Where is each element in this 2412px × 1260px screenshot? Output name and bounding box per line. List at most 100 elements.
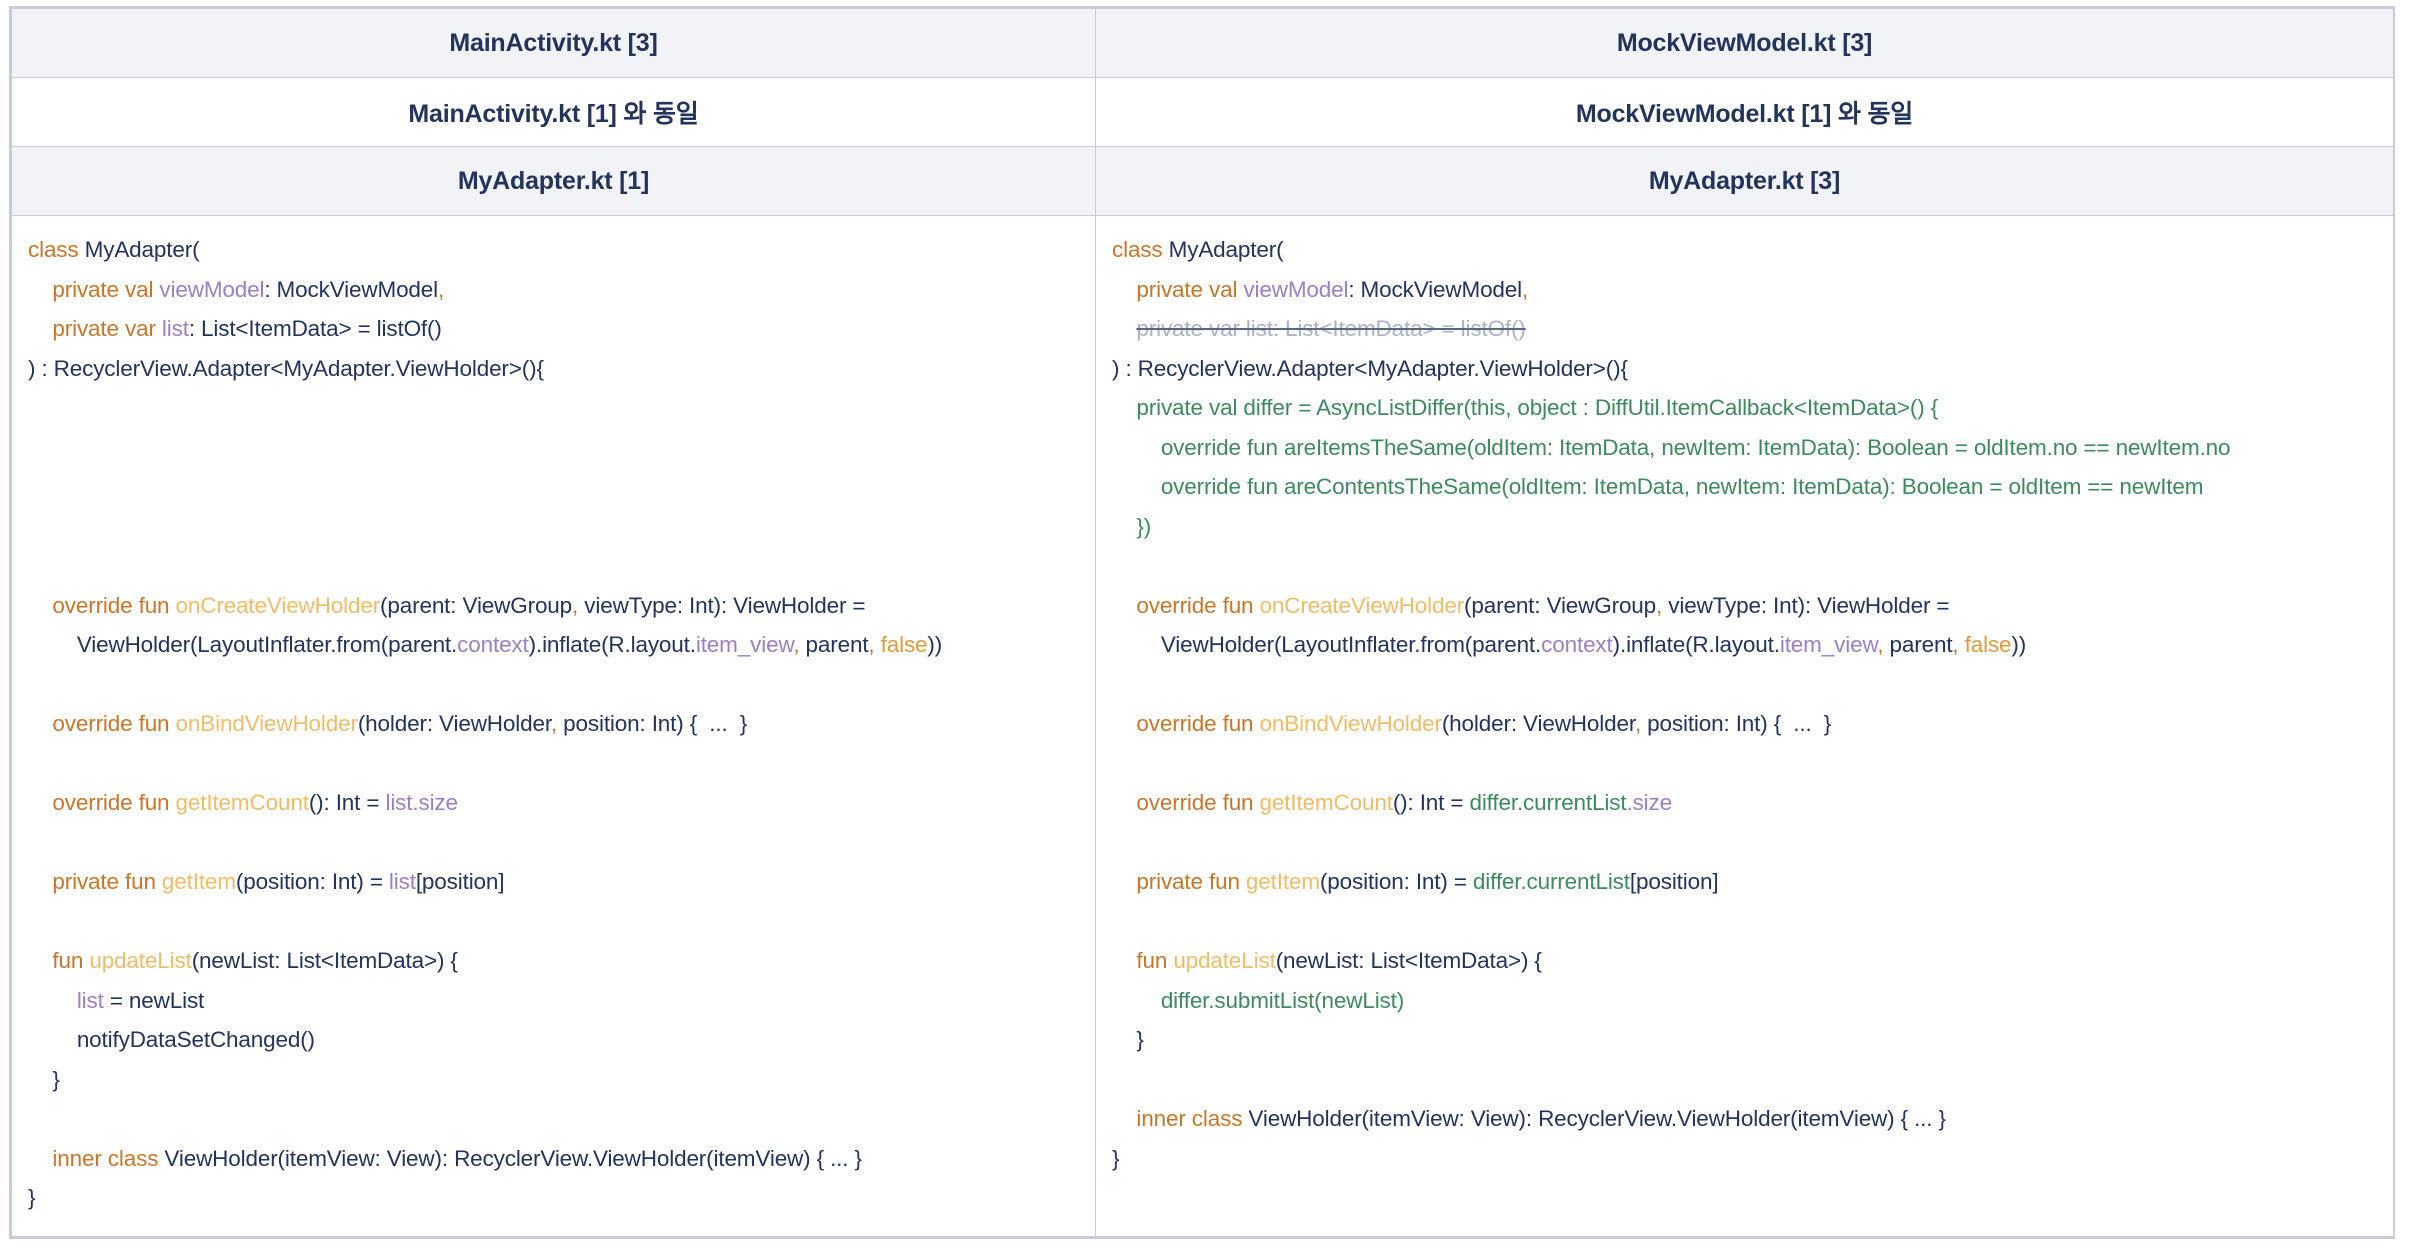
code-line: class MyAdapter(	[1112, 230, 2377, 270]
code-block-right: class MyAdapter( private val viewModel: …	[1112, 230, 2377, 1178]
code-line: private val viewModel: MockViewModel,	[28, 270, 1079, 310]
code-token: viewModel	[159, 276, 265, 302]
code-token: (newList: List<ItemData>) {	[191, 948, 458, 973]
code-token: notifyDataSetChanged()	[76, 1027, 315, 1052]
code-line	[28, 823, 1079, 863]
code-token: ,	[793, 632, 800, 657]
code-token: getItem	[161, 869, 236, 894]
code-line: override fun onCreateViewHolder(parent: …	[28, 586, 1079, 626]
code-line	[28, 507, 1079, 547]
code-line: ) : RecyclerView.Adapter<MyAdapter.ViewH…	[1112, 349, 2377, 389]
code-token: override fun	[52, 711, 176, 736]
code-line: private var list: List<ItemData> = listO…	[28, 309, 1079, 349]
code-token: (position: Int) =	[235, 869, 389, 894]
code-line	[28, 744, 1079, 784]
code-token: ,	[572, 592, 579, 618]
code-token: false	[880, 632, 928, 657]
code-token: [position]	[415, 869, 505, 894]
code-line: override fun areContentsTheSame(oldItem:…	[1112, 467, 2377, 507]
header-cell-right-2: MockViewModel.kt [1] 와 동일	[1095, 77, 2394, 147]
code-token: viewModel	[1243, 276, 1349, 302]
code-token: fun	[52, 948, 90, 973]
code-token: .size	[1626, 790, 1672, 815]
code-token: override fun	[52, 592, 176, 618]
code-line: private val viewModel: MockViewModel,	[1112, 270, 2377, 310]
code-token: item_view	[1779, 632, 1878, 657]
code-line	[28, 902, 1079, 942]
code-line: override fun onCreateViewHolder(parent: …	[1112, 586, 2377, 626]
code-token: override fun	[1136, 711, 1260, 736]
code-token: ).inflate(R.layout.	[528, 632, 696, 657]
code-token: : MockViewModel	[264, 276, 439, 302]
code-token: differ.currentList	[1469, 790, 1627, 815]
code-token: viewType: Int): ViewHolder =	[578, 592, 866, 618]
code-token: ,	[1952, 632, 1959, 657]
code-line: fun updateList(newList: List<ItemData>) …	[28, 941, 1079, 981]
code-line: inner class ViewHolder(itemView: View): …	[28, 1139, 1079, 1179]
code-token: ) : RecyclerView.Adapter<MyAdapter.ViewH…	[1112, 355, 1628, 381]
code-token: getItemCount	[1259, 790, 1393, 815]
code-line: override fun onBindViewHolder(holder: Vi…	[28, 704, 1079, 744]
code-token: : MockViewModel	[1348, 276, 1523, 302]
code-token: = newList	[103, 987, 205, 1013]
header-row: MyAdapter.kt [1]MyAdapter.kt [3]	[11, 146, 2394, 216]
code-token: ) : RecyclerView.Adapter<MyAdapter.ViewH…	[28, 355, 544, 381]
code-token: onBindViewHolder	[175, 711, 358, 736]
code-token: ,	[1877, 632, 1884, 657]
code-token: override fun areContentsTheSame(oldItem:…	[1160, 474, 2204, 499]
code-line: notifyDataSetChanged()	[28, 1020, 1079, 1060]
code-line	[28, 1099, 1079, 1139]
code-token: private val	[1136, 276, 1244, 302]
code-token: context	[1541, 632, 1613, 657]
code-line: private val differ = AsyncListDiffer(thi…	[1112, 388, 2377, 428]
code-token: ,	[1634, 711, 1642, 736]
header-row: MainActivity.kt [3]MockViewModel.kt [3]	[11, 8, 2394, 78]
code-token: list	[76, 987, 104, 1013]
header-cell-left-1: MainActivity.kt [3]	[11, 8, 1096, 78]
code-token: list	[161, 316, 189, 341]
code-token: MyAdapter(	[84, 237, 200, 262]
code-line: class MyAdapter(	[28, 230, 1079, 270]
code-line	[1112, 546, 2377, 586]
code-line: differ.submitList(newList)	[1112, 981, 2377, 1021]
code-token: ).inflate(R.layout.	[1612, 632, 1780, 657]
code-line: ViewHolder(LayoutInflater.from(parent.co…	[28, 625, 1079, 665]
code-token: [position]	[1629, 869, 1719, 894]
table-body: MainActivity.kt [3]MockViewModel.kt [3]M…	[11, 8, 2394, 1237]
code-token: position: Int) { ... }	[557, 711, 748, 736]
code-block-left: class MyAdapter( private val viewModel: …	[28, 230, 1079, 1218]
code-line: override fun onBindViewHolder(holder: Vi…	[1112, 704, 2377, 744]
code-line: override fun getItemCount(): Int = diffe…	[1112, 783, 2377, 823]
code-line: fun updateList(newList: List<ItemData>) …	[1112, 941, 2377, 981]
header-cell-right-3: MyAdapter.kt [3]	[1095, 146, 2394, 216]
code-token: (parent: ViewGroup	[380, 592, 573, 618]
code-line	[28, 388, 1079, 428]
code-token: ,	[550, 711, 558, 736]
code-token: (newList: List<ItemData>) {	[1275, 948, 1542, 973]
code-token: list.size	[385, 790, 458, 815]
code-token: private fun	[52, 869, 162, 894]
code-line: }	[1112, 1139, 2377, 1179]
code-token: getItem	[1245, 869, 1320, 894]
code-line	[28, 665, 1079, 705]
code-line	[28, 546, 1079, 586]
code-token: parent	[799, 632, 869, 657]
code-line: override fun areItemsTheSame(oldItem: It…	[1112, 428, 2377, 468]
code-token: (): Int =	[308, 790, 386, 815]
code-token: (parent: ViewGroup	[1464, 592, 1657, 618]
code-line: ) : RecyclerView.Adapter<MyAdapter.ViewH…	[28, 349, 1079, 389]
code-token: ViewHolder(itemView: View): RecyclerView…	[1248, 1106, 1946, 1131]
code-token: viewType: Int): ViewHolder =	[1662, 592, 1950, 618]
code-token: })	[1136, 513, 1152, 539]
code-token: }	[1112, 1145, 1120, 1171]
code-token: item_view	[695, 632, 794, 657]
code-token: private var	[52, 316, 162, 341]
code-token: (position: Int) =	[1319, 869, 1473, 894]
code-line: ViewHolder(LayoutInflater.from(parent.co…	[1112, 625, 2377, 665]
code-comparison-table: MainActivity.kt [3]MockViewModel.kt [3]M…	[9, 6, 2395, 1239]
code-token: inner class	[1136, 1106, 1249, 1131]
code-token: private var list: List<ItemData> = listO…	[1136, 316, 1526, 341]
code-line	[1112, 823, 2377, 863]
code-token: class	[28, 237, 85, 262]
